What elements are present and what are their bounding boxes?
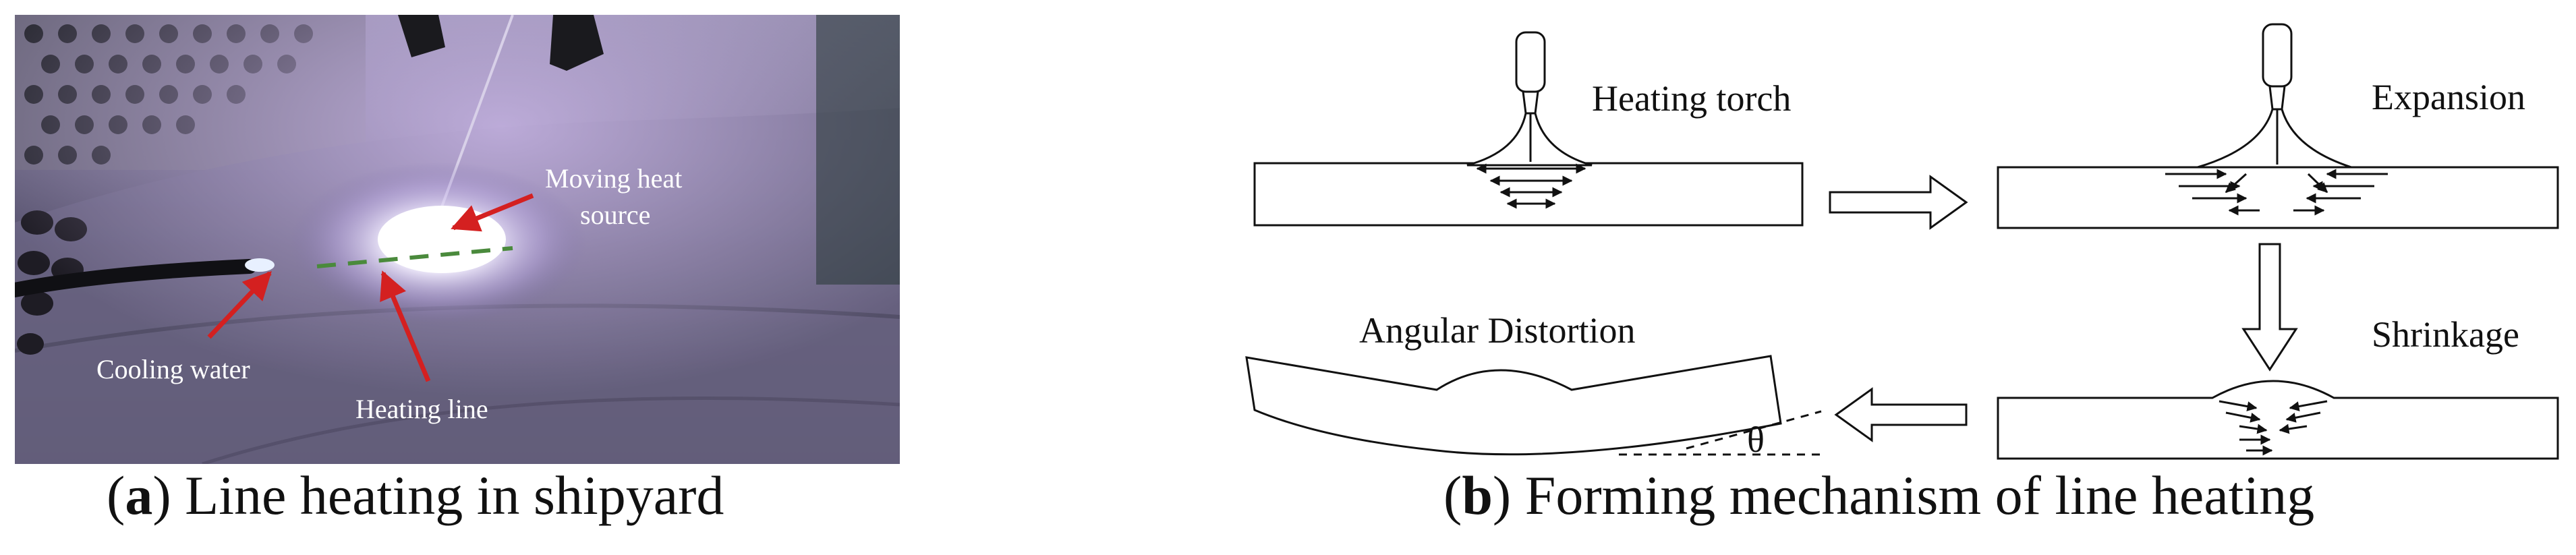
cooling-water-arrow — [207, 270, 272, 339]
heating-line-dashes — [316, 246, 513, 268]
hollow-arrow-left — [1834, 387, 1968, 442]
caption-a-text: Line heating in shipyard — [185, 465, 724, 526]
caption-b: (b) Forming mechanism of line heating — [1443, 465, 2315, 526]
stage-expansion — [1997, 23, 2559, 229]
cooling-water-label: Cooling water — [96, 354, 250, 384]
plate-expansion — [1997, 166, 2559, 229]
stage-shrinkage — [1997, 380, 2559, 460]
angular-distortion-label: Angular Distortion — [1359, 310, 1635, 351]
caption-a: (a) Line heating in shipyard — [107, 465, 724, 526]
plate-shrinkage — [1997, 380, 2559, 460]
caption-b-letter: b — [1462, 465, 1493, 526]
distorted-plate — [1245, 355, 1782, 456]
shipyard-photo — [15, 15, 900, 464]
shrinkage-label: Shrinkage — [2372, 314, 2519, 355]
plate-heating — [1253, 162, 1804, 227]
moving-heat-source-label-line2: source — [580, 200, 650, 230]
theta-label: θ — [1747, 419, 1765, 460]
torch-nozzle-icon — [1515, 31, 1546, 93]
heating-line-label: Heating line — [355, 394, 488, 424]
moving-heat-source-label-line1: Moving heat — [545, 163, 682, 194]
caption-b-text: Forming mechanism of line heating — [1524, 465, 2315, 526]
forming-mechanism-diagram: Heating torch Expansion — [1245, 23, 2559, 460]
operator-boot — [550, 15, 604, 71]
torch-nozzle-icon — [2262, 23, 2293, 88]
stage-heating — [1253, 31, 1804, 227]
heating-torch-label: Heating torch — [1592, 78, 1791, 119]
flame-icon — [2197, 108, 2352, 169]
expansion-label: Expansion — [2372, 77, 2525, 117]
heating-line-arrow — [380, 270, 431, 382]
moving-heat-source-arrow — [451, 193, 534, 232]
stage-angular-distortion — [1245, 355, 1822, 456]
operator-boot — [398, 15, 445, 57]
cooling-water-hose — [15, 259, 257, 297]
hollow-arrow-right — [1829, 175, 1968, 230]
photo-annotations: Moving heat source Cooling water Heating… — [96, 163, 682, 424]
caption-a-letter: a — [125, 465, 153, 526]
hollow-arrow-down — [2241, 243, 2298, 372]
